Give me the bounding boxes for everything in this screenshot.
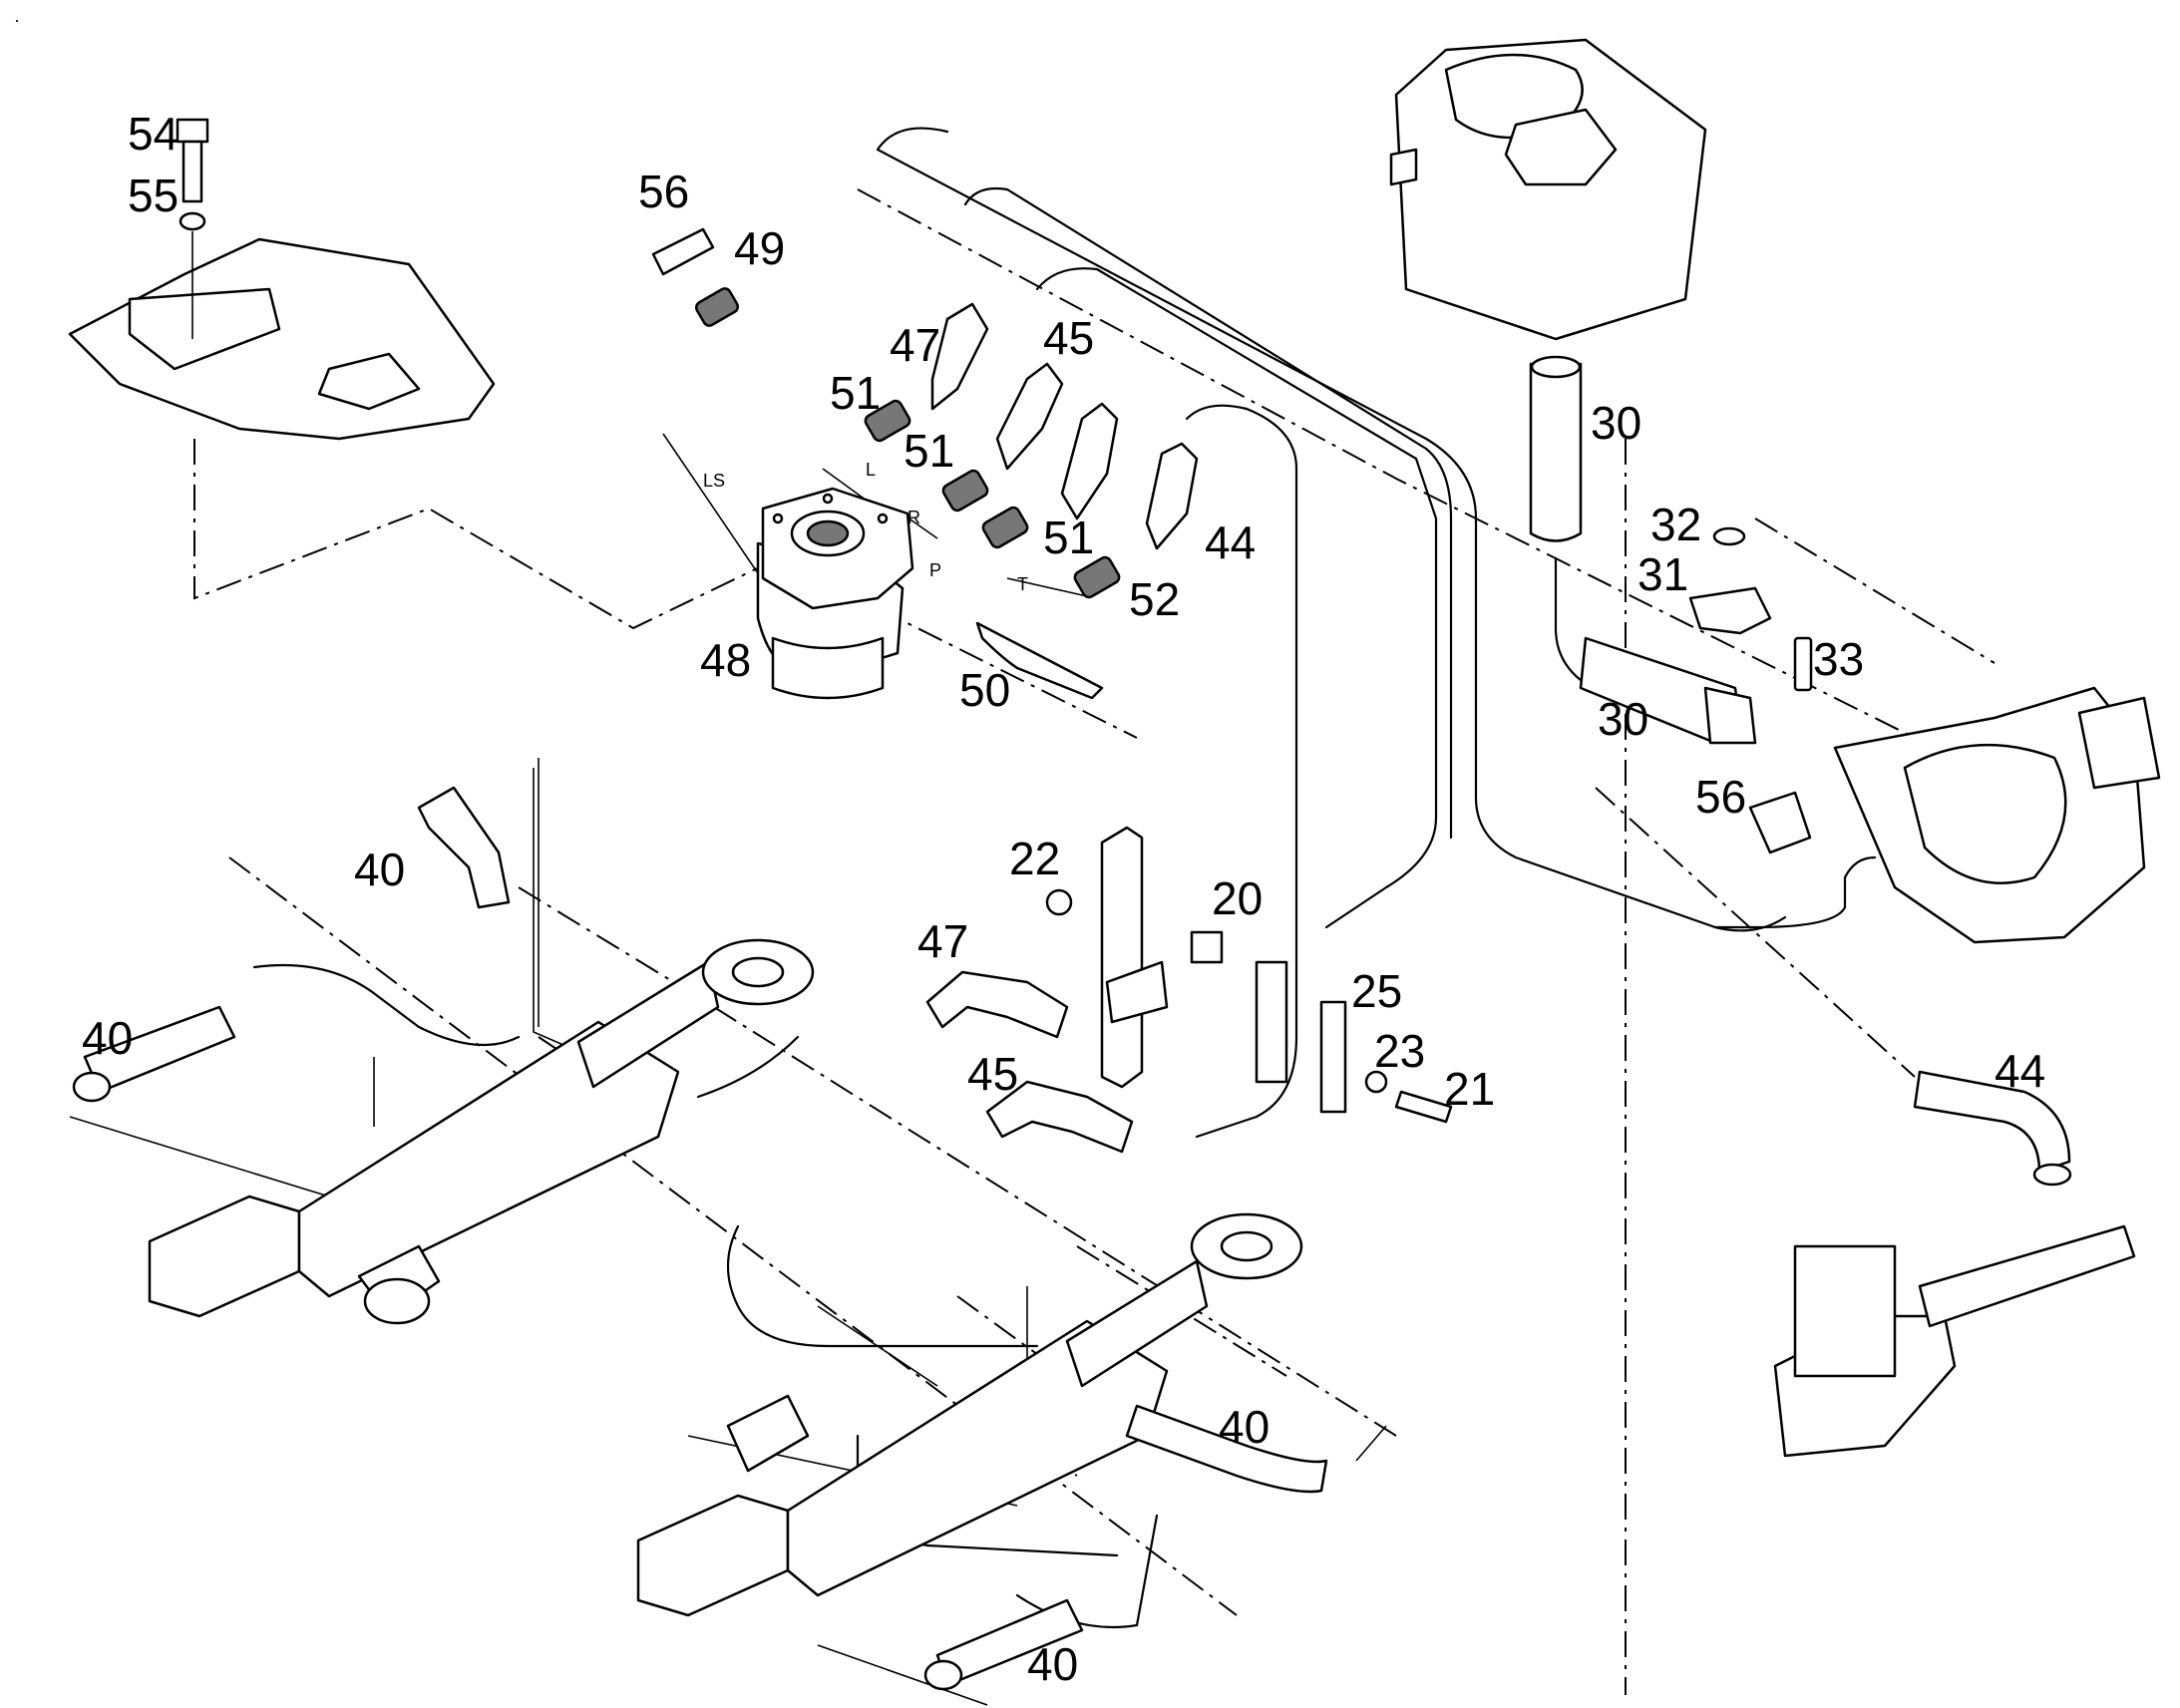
hydraulic-tank <box>1389 38 1707 341</box>
fitting-51-l <box>864 399 911 443</box>
callout-48: 48 <box>700 634 751 686</box>
callout-32: 32 <box>1650 499 1701 550</box>
callout-50: 50 <box>959 664 1010 716</box>
washer <box>179 211 206 231</box>
elbow-56-pump <box>1748 791 1812 854</box>
callout-55: 55 <box>128 170 179 221</box>
callout-21: 21 <box>1444 1063 1495 1115</box>
bracket-assembly <box>1045 826 1453 1124</box>
hose-40-top-left <box>417 786 511 909</box>
callout-51-a: 51 <box>830 367 881 419</box>
callout-44-right: 44 <box>1995 1045 2045 1097</box>
hose-end-45-top <box>995 362 1064 471</box>
callout-56-top: 56 <box>638 166 689 217</box>
port-label-l: L <box>866 460 876 480</box>
callout-40-bottom: 40 <box>1027 1638 1078 1690</box>
steering-control-unit <box>756 487 914 700</box>
callout-49: 49 <box>734 222 785 274</box>
callout-40-top: 40 <box>354 844 405 895</box>
fitting-set <box>651 227 1121 599</box>
callout-45-top: 45 <box>1043 312 1094 364</box>
callout-40-left: 40 <box>82 1012 133 1064</box>
port-labels: LS L R P T <box>703 460 1028 594</box>
fitting-49 <box>694 287 740 327</box>
callout-40-right: 40 <box>1219 1401 1270 1453</box>
port-label-p: P <box>929 560 941 580</box>
flange-screw <box>1793 636 1813 692</box>
callout-54: 54 <box>128 108 179 160</box>
hose-end-51-right <box>1060 402 1119 520</box>
steering-cylinder-right <box>636 1212 1303 1617</box>
grease-gun <box>975 621 1104 700</box>
fitting-52-t <box>1073 555 1121 599</box>
port-label-t: T <box>1017 574 1028 594</box>
port-label-ls: LS <box>703 471 725 491</box>
callout-labels: 54 55 56 49 47 45 51 51 51 44 52 48 50 3… <box>82 108 2045 1690</box>
fitting-51-r <box>941 469 989 512</box>
hose-40-bottom <box>923 1598 1084 1691</box>
callout-20: 20 <box>1212 872 1263 924</box>
callout-51-c: 51 <box>1043 512 1094 563</box>
callout-47-mid: 47 <box>917 915 968 967</box>
hose-40-left <box>72 1005 236 1103</box>
suction-hose-30-upper <box>1529 355 1583 542</box>
callout-23: 23 <box>1374 1025 1425 1077</box>
hose-end-44-top <box>1145 442 1199 550</box>
steering-cylinder-left <box>148 938 815 1325</box>
floor-plate <box>68 237 496 441</box>
callout-30-lower: 30 <box>1598 693 1648 745</box>
hose-45-mid <box>985 1080 1134 1154</box>
callout-47-top: 47 <box>890 319 940 371</box>
hydraulic-pump <box>1833 686 2161 944</box>
hose-47-mid <box>925 970 1069 1039</box>
hose-40-right <box>1125 1404 1328 1494</box>
suction-hose-30-lower <box>1579 636 1757 745</box>
callout-31: 31 <box>1637 548 1688 600</box>
priority-valve <box>1773 1224 2136 1458</box>
hose-44-right <box>1913 1070 2072 1187</box>
corner-mark: · <box>14 10 20 30</box>
callout-33: 33 <box>1813 633 1864 685</box>
hose-end-47-top <box>930 302 989 411</box>
fitting-51-p <box>981 506 1029 549</box>
callout-51-b: 51 <box>904 425 954 477</box>
callout-52: 52 <box>1129 573 1180 625</box>
callout-45-mid: 45 <box>967 1048 1018 1100</box>
callout-22: 22 <box>1009 833 1060 884</box>
hex-bolt <box>176 118 209 203</box>
callout-44-top: 44 <box>1205 516 1256 568</box>
elbow-56-top <box>651 227 715 276</box>
callout-25: 25 <box>1351 965 1402 1017</box>
split-flange <box>1688 586 1772 635</box>
callout-56-right: 56 <box>1695 771 1746 823</box>
o-ring <box>1712 526 1746 546</box>
callout-30-upper: 30 <box>1591 397 1641 449</box>
port-label-r: R <box>908 508 920 527</box>
